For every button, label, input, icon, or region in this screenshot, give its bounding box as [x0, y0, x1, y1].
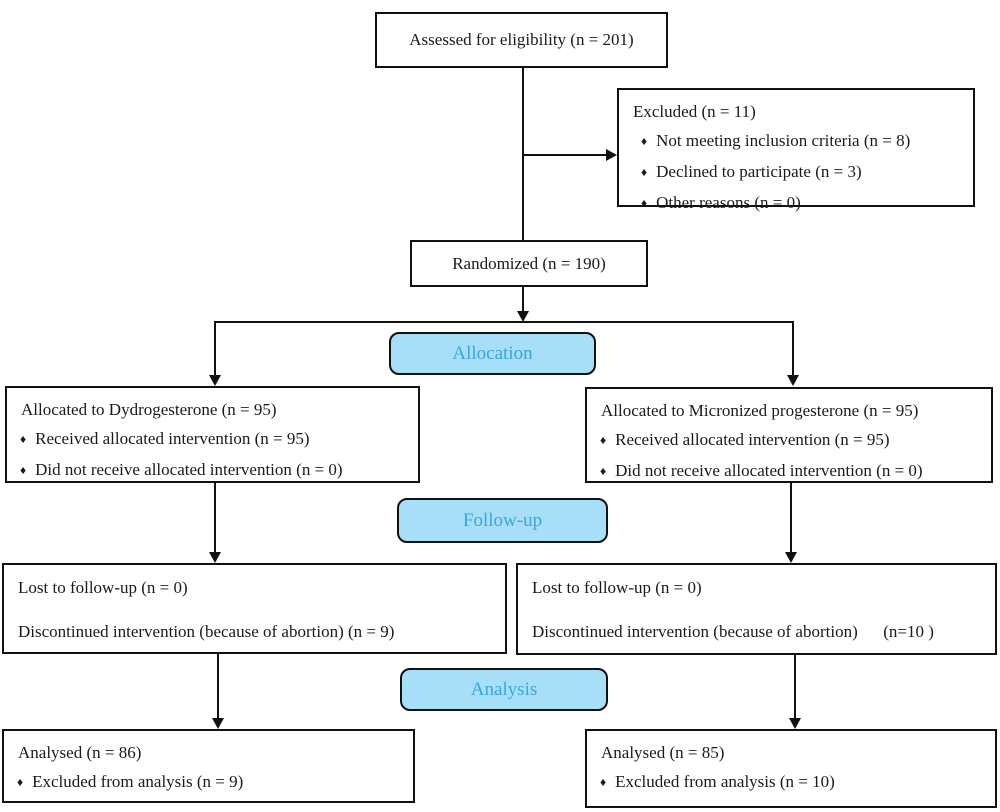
diamond-bullet-icon: ♦ [641, 196, 648, 210]
diamond-bullet-icon: ♦ [600, 775, 607, 789]
diamond-bullet-icon: ♦ [20, 432, 27, 446]
allocated-right-item-label: Did not receive allocated intervention (… [615, 461, 923, 480]
allocation-stage-label: Allocation [452, 342, 533, 364]
allocated-left-item: ♦ Did not receive allocated intervention… [7, 455, 410, 486]
excluded-item: ♦ Other reasons (n = 0) [619, 188, 965, 219]
followup-left-discontinued-label: Discontinued intervention (because of ab… [18, 622, 395, 641]
analysed-right-box: Analysed (n = 85) ♦ Excluded from analys… [585, 729, 997, 808]
excluded-item-label: Not meeting inclusion criteria (n = 8) [656, 131, 911, 150]
excluded-item: ♦ Not meeting inclusion criteria (n = 8) [619, 126, 965, 157]
followup-stage-label: Follow-up [462, 509, 543, 531]
assessed-eligibility-box: Assessed for eligibility (n = 201) [375, 12, 668, 68]
followup-right-box: Lost to follow-up (n = 0) Discontinued i… [516, 563, 997, 655]
allocated-left-item-label: Received allocated intervention (n = 95) [35, 429, 310, 448]
allocated-right-title: Allocated to Micronized progesterone (n … [601, 401, 919, 420]
diamond-bullet-icon: ♦ [641, 165, 648, 179]
analysed-left-item-label: Excluded from analysis (n = 9) [32, 772, 244, 791]
analysed-right-item: ♦ Excluded from analysis (n = 10) [587, 767, 987, 798]
excluded-box: Excluded (n = 11) ♦ Not meeting inclusio… [617, 88, 975, 212]
allocated-dydrogesterone-box: Allocated to Dydrogesterone (n = 95) ♦ R… [5, 386, 420, 483]
diamond-bullet-icon: ♦ [600, 433, 607, 447]
followup-left-box: Lost to follow-up (n = 0) Discontinued i… [2, 563, 507, 654]
analysed-left-item: ♦ Excluded from analysis (n = 9) [4, 767, 405, 798]
diamond-bullet-icon: ♦ [20, 463, 27, 477]
analysis-stage-label: Analysis [470, 678, 538, 700]
followup-right-discontinued-label: Discontinued intervention (because of ab… [532, 622, 934, 641]
analysed-left-title: Analysed (n = 86) [18, 743, 142, 762]
allocated-left-item-label: Did not receive allocated intervention (… [35, 460, 343, 479]
randomized-box: Randomized (n = 190) [410, 240, 648, 287]
analysed-right-item-label: Excluded from analysis (n = 10) [615, 772, 835, 791]
allocated-left-title: Allocated to Dydrogesterone (n = 95) [21, 400, 277, 419]
allocated-micronized-progesterone-box: Allocated to Micronized progesterone (n … [585, 387, 993, 483]
followup-stage-pill: Follow-up [397, 498, 608, 543]
followup-left-lost-label: Lost to follow-up (n = 0) [18, 578, 188, 597]
assessed-eligibility-label: Assessed for eligibility (n = 201) [409, 30, 634, 49]
diamond-bullet-icon: ♦ [17, 775, 24, 789]
allocated-right-item: ♦ Did not receive allocated intervention… [587, 456, 983, 487]
diamond-bullet-icon: ♦ [600, 464, 607, 478]
allocated-right-item-label: Received allocated intervention (n = 95) [615, 430, 890, 449]
excluded-item-label: Declined to participate (n = 3) [656, 162, 862, 181]
analysed-right-title: Analysed (n = 85) [601, 743, 725, 762]
followup-right-lost-label: Lost to follow-up (n = 0) [532, 578, 702, 597]
excluded-title: Excluded (n = 11) [633, 102, 756, 121]
randomized-label: Randomized (n = 190) [452, 253, 606, 273]
allocated-right-item: ♦ Received allocated intervention (n = 9… [587, 425, 983, 456]
analysis-stage-pill: Analysis [400, 668, 608, 711]
diamond-bullet-icon: ♦ [641, 134, 648, 148]
excluded-item-label: Other reasons (n = 0) [656, 193, 801, 212]
excluded-item: ♦ Declined to participate (n = 3) [619, 157, 965, 188]
analysed-left-box: Analysed (n = 86) ♦ Excluded from analys… [2, 729, 415, 803]
allocated-left-item: ♦ Received allocated intervention (n = 9… [7, 424, 410, 455]
allocation-stage-pill: Allocation [389, 332, 596, 375]
